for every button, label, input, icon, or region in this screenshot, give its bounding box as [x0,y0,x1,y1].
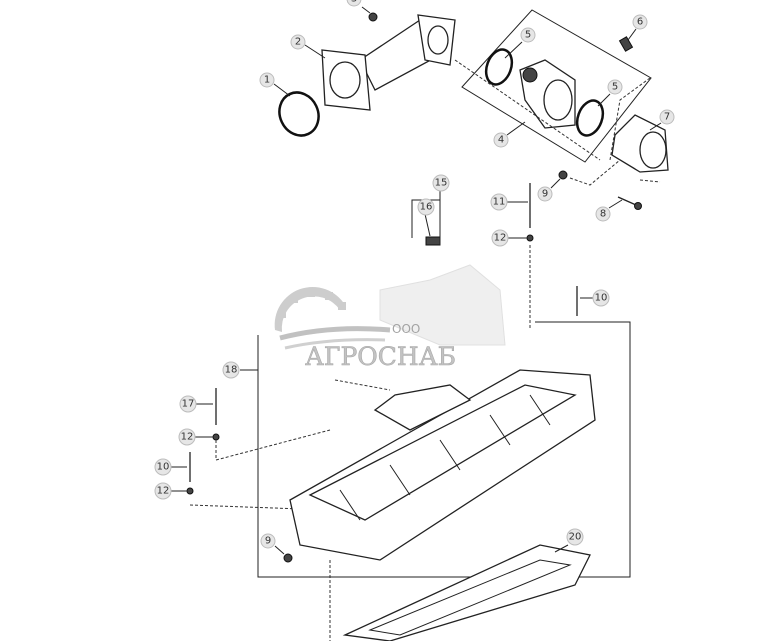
svg-text:7: 7 [664,112,670,123]
callout-7[interactable]: 7 [659,109,675,125]
callout-16[interactable]: 16 [417,198,435,216]
svg-text:5: 5 [525,30,531,41]
elbow-7 [611,114,669,173]
nut-9 [558,170,568,180]
callout-1[interactable]: 1 [259,72,275,88]
o-ring-5b [575,99,605,137]
bolt-8-head [634,202,642,210]
svg-text:9: 9 [265,536,271,547]
throttle-body-4 [519,59,576,129]
svg-text:8: 8 [600,209,606,220]
svg-text:11: 11 [493,197,506,208]
svg-text:5: 5 [612,82,618,93]
bolt-8 [617,196,637,206]
callout-18[interactable]: 18 [222,361,240,379]
svg-text:2: 2 [295,37,301,48]
svg-text:3: 3 [351,0,357,5]
nut-9b [283,553,293,563]
intake-manifold-18 [289,369,596,561]
svg-text:18: 18 [225,365,238,376]
callout-12b[interactable]: 12 [178,428,196,446]
callout-8[interactable]: 8 [595,206,611,222]
svg-text:15: 15 [435,178,448,189]
callout-9b[interactable]: 9 [260,533,276,549]
callout-4[interactable]: 4 [493,132,509,148]
watermark-name: АГРОСНАБ [305,342,456,371]
watermark-logo: ООО АГРОСНАБ [274,264,506,371]
callout-2[interactable]: 2 [290,34,306,50]
throttle-assembly-box [461,9,652,163]
watermark-prefix: ООО [392,322,420,336]
callout-20[interactable]: 20 [566,528,584,546]
callout-11[interactable]: 11 [490,193,508,211]
callout-17[interactable]: 17 [179,395,197,413]
callout-5[interactable]: 5 [520,27,536,43]
callout-6[interactable]: 6 [632,14,648,30]
gasket-20 [342,544,591,641]
callout-5b[interactable]: 5 [607,79,623,95]
sensor-6 [618,36,634,52]
callout-10[interactable]: 10 [592,289,610,307]
svg-text:12: 12 [181,432,194,443]
intake-pipe-2 [321,14,456,111]
svg-text:12: 12 [494,233,507,244]
callout-12c[interactable]: 12 [154,482,172,500]
callout-10b[interactable]: 10 [154,458,172,476]
svg-text:20: 20 [569,532,582,543]
svg-text:10: 10 [157,462,170,473]
callout-9[interactable]: 9 [537,186,553,202]
svg-text:6: 6 [637,17,643,28]
svg-text:16: 16 [420,202,433,213]
svg-text:4: 4 [498,135,504,146]
svg-text:9: 9 [542,189,548,200]
callout-15[interactable]: 15 [432,174,450,192]
nut-3 [368,12,378,22]
o-ring-5 [484,48,514,86]
o-ring-1 [278,91,320,137]
svg-text:17: 17 [182,399,195,410]
svg-text:12: 12 [157,486,170,497]
callout-3[interactable]: 3 [346,0,362,7]
svg-text:1: 1 [264,75,270,86]
callout-12[interactable]: 12 [491,229,509,247]
manifold-assembly-box [257,321,631,578]
svg-text:10: 10 [595,293,608,304]
